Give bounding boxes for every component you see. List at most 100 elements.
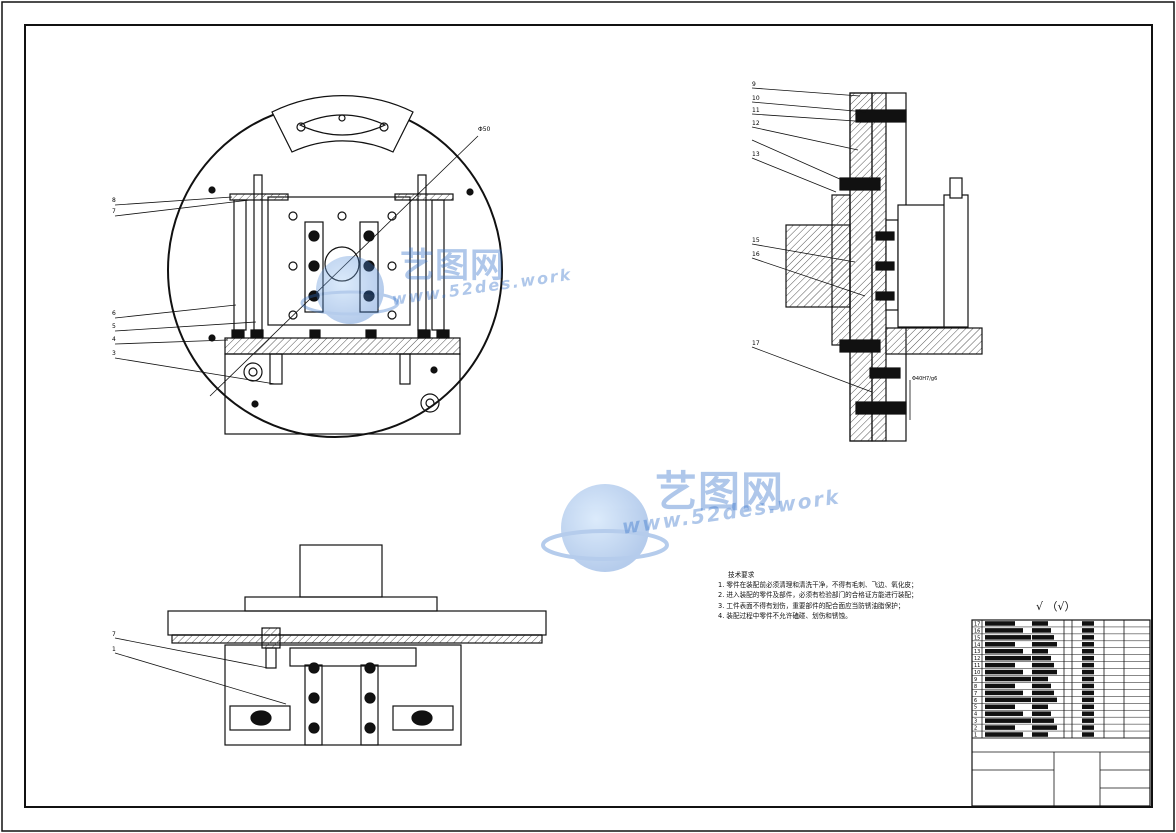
title-block-row-code (1032, 628, 1051, 633)
tech-title: 技术要求 (728, 571, 755, 579)
leaders-top-left (114, 196, 276, 385)
title-block-row-text (985, 732, 1023, 737)
title-block-row-code (1032, 732, 1048, 737)
title-block-row-number: 2 (974, 726, 977, 732)
title-block-row-number: 4 (974, 712, 977, 718)
label-bottom-7: 7 (112, 631, 116, 638)
title-block (971, 619, 1151, 807)
title-block-row-material (1082, 648, 1094, 654)
watermark-globe-icon-small (300, 256, 400, 324)
leaders-right (751, 87, 911, 420)
title-block-row-material (1082, 662, 1094, 668)
label-bottom-1: 1 (112, 646, 116, 653)
title-block-row-text (985, 711, 1023, 716)
label-11: 11 (752, 107, 760, 114)
title-block-row-number: 12 (974, 656, 980, 662)
watermark-globe-icon (541, 484, 669, 572)
label-4: 4 (112, 336, 116, 343)
label-3: 3 (112, 350, 116, 357)
title-block-row-text (985, 718, 1031, 723)
roughness-symbol: √ （√） (1036, 600, 1076, 613)
title-block-row-number: 14 (974, 642, 980, 648)
title-block-row-code (1032, 725, 1057, 730)
title-block-row-code (1032, 704, 1048, 710)
title-block-row-code (1032, 690, 1054, 696)
title-block-row-number: 5 (974, 705, 977, 711)
fit-annotation: Φ40H7/g6 (912, 376, 938, 382)
label-15: 15 (752, 237, 760, 244)
title-block-row-text (985, 676, 1031, 682)
label-13: 13 (752, 151, 760, 158)
title-block-row-material (1082, 676, 1094, 682)
title-block-row-text (985, 683, 1015, 689)
title-block-row-number: 10 (974, 670, 980, 676)
label-5: 5 (112, 323, 116, 330)
title-block-row-number: 7 (974, 691, 977, 697)
title-block-row-code (1032, 648, 1048, 654)
title-block-row-material (1082, 718, 1094, 723)
tech-item-1: 1. 零件在装配前必须清理和清洗干净，不得有毛刺、飞边、氧化皮； (718, 581, 918, 590)
title-block-row-code (1032, 676, 1048, 682)
title-block-row-number: 17 (974, 621, 980, 627)
title-block-row-code (1032, 621, 1048, 626)
watermark-brand-small: 艺图网 (400, 246, 505, 286)
title-block-row-text (985, 704, 1015, 710)
title-block-row-code (1032, 655, 1051, 661)
title-block-row-text (985, 648, 1023, 654)
label-16: 16 (752, 251, 760, 258)
title-block-row-material (1082, 669, 1094, 675)
title-block-row-material (1082, 697, 1094, 703)
title-block-row-material (1082, 655, 1094, 661)
label-6: 6 (112, 310, 116, 317)
title-block-row-text (985, 690, 1023, 696)
title-block-row-material (1082, 621, 1094, 626)
tech-item-2: 2. 进入装配的零件及部件，必须有检验部门的合格证方能进行装配； (718, 591, 918, 600)
title-block-row-material (1082, 683, 1094, 689)
title-block-row-text (985, 725, 1015, 730)
title-block-row-text (985, 628, 1023, 633)
label-10: 10 (752, 95, 760, 102)
title-block-row-text (985, 655, 1031, 661)
tech-item-4: 4. 装配过程中零件不允许磕碰、划伤和锈蚀。 (718, 611, 852, 620)
title-block-row-number: 1 (974, 733, 977, 739)
title-block-row-text (985, 621, 1015, 626)
title-block-row-code (1032, 669, 1057, 675)
label-7: 7 (112, 208, 116, 215)
title-block-row-material (1082, 704, 1094, 710)
title-block-row-code (1032, 718, 1054, 723)
label-9: 9 (752, 81, 756, 88)
title-block-row-code (1032, 711, 1051, 716)
title-block-row-material (1082, 642, 1094, 647)
watermark-brand: 艺图网 (655, 467, 785, 516)
title-block-row-material (1082, 635, 1094, 640)
inner-border (24, 24, 1153, 808)
title-block-row-material (1082, 628, 1094, 633)
title-block-row-number: 3 (974, 719, 977, 725)
title-block-row-number: 8 (974, 684, 977, 690)
title-block-row-number: 16 (974, 628, 980, 634)
tech-item-3: 3. 工件表面不得有划伤，重要部件的配合面应当防锈油脂保护； (718, 601, 905, 610)
label-12: 12 (752, 120, 760, 127)
label-17: 17 (752, 340, 760, 347)
title-block-row-text (985, 697, 1031, 703)
leaders-bottom (114, 637, 287, 705)
title-block-row-number: 9 (974, 677, 977, 683)
title-block-row-material (1082, 690, 1094, 696)
title-block-row-code (1032, 635, 1054, 640)
title-block-row-code (1032, 697, 1057, 703)
label-8: 8 (112, 197, 116, 204)
title-block-row-number: 11 (974, 663, 980, 669)
title-block-row-number: 13 (974, 649, 980, 655)
right-section-view (785, 92, 983, 442)
title-block-row-code (1032, 662, 1054, 668)
title-block-row-material (1082, 732, 1094, 737)
hole-dimension: Φ50 (478, 126, 491, 133)
title-block-row-material (1082, 711, 1094, 716)
title-block-row-text (985, 642, 1015, 647)
technical-requirements: 技术要求 1. 零件在装配前必须清理和清洗干净，不得有毛刺、飞边、氧化皮； 2.… (718, 570, 968, 621)
title-block-row-material (1082, 725, 1094, 730)
title-block-row-text (985, 669, 1023, 675)
